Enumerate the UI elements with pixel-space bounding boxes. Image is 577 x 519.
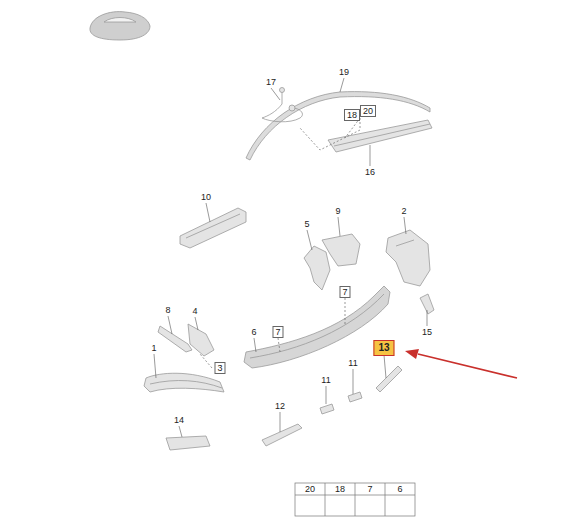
callout-box: 7 [339,286,350,298]
label-text: 11 [348,358,357,368]
label-text: 20 [305,484,315,494]
callout-number: 2 [401,206,406,216]
label-text: 6 [397,484,402,494]
callout-number: 17 [266,77,276,87]
label-text: 15 [422,327,432,337]
callout-number: 1 [151,343,156,353]
label-text: 18 [335,484,345,494]
callout-number: 13 [378,342,389,353]
label-text: 8 [165,305,170,315]
label-text: 11 [321,375,330,385]
callout-number: 4 [192,306,197,316]
label-text: 4 [192,306,197,316]
callout-number: 20 [363,106,373,116]
table-cell: 7 [367,484,372,494]
callout-number: 6 [251,327,256,337]
label-text: 2 [401,206,406,216]
callout-box: 7 [272,326,283,338]
callout-number: 7 [342,287,347,297]
callout-number: 5 [304,219,309,229]
callout-number: 9 [335,206,340,216]
callout-box: 13 [373,340,394,356]
label-text: 17 [266,77,276,87]
label-text: 16 [365,167,375,177]
table-cell: 6 [397,484,402,494]
callout-number: 8 [165,305,170,315]
label-text: 19 [339,67,349,77]
callout-number: 15 [422,327,432,337]
callout-number: 10 [201,192,211,202]
label-text: 1 [151,343,156,353]
label-text: 7 [367,484,372,494]
table-cell: 20 [305,484,315,494]
callout-number: 19 [339,67,349,77]
callout-number: 11 [321,375,330,385]
callout-box: 3 [214,362,225,374]
label-text: 12 [275,401,285,411]
label-text: 5 [304,219,309,229]
callout-box: 20 [360,105,376,117]
table-cell: 18 [335,484,345,494]
label-text: 9 [335,206,340,216]
label-text: 6 [251,327,256,337]
label-text: 10 [201,192,211,202]
callout-number: 14 [174,415,184,425]
callout-number: 11 [348,358,357,368]
callout-number: 18 [347,110,357,120]
callout-number: 16 [365,167,375,177]
callout-number: 12 [275,401,285,411]
callout-number: 7 [275,327,280,337]
callout-box: 18 [344,109,360,121]
callout-number: 3 [217,363,222,373]
label-text: 14 [174,415,184,425]
